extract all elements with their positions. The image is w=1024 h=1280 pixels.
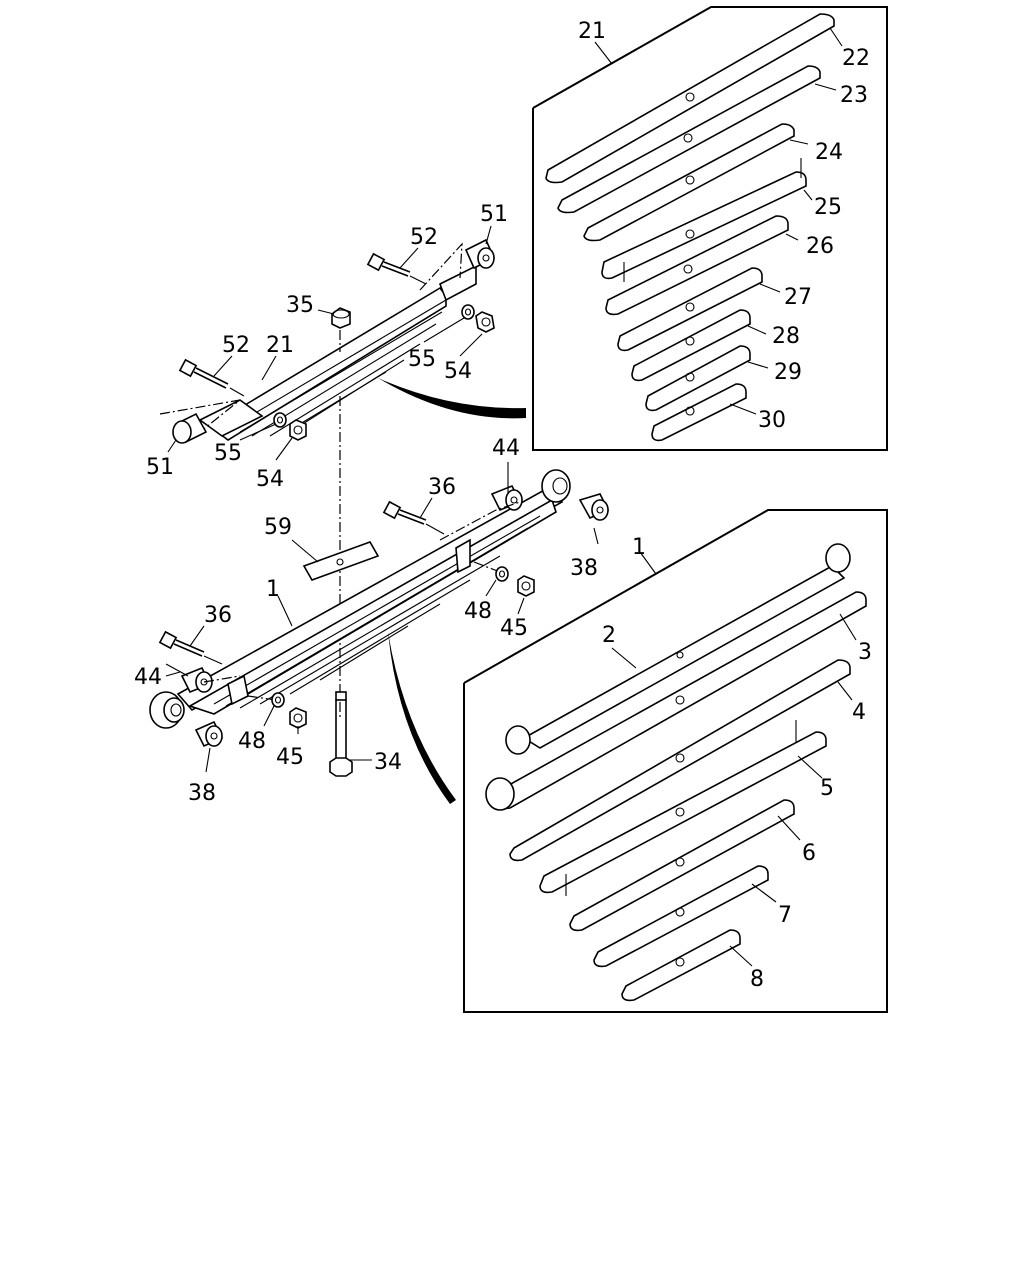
callout-8: 8: [750, 967, 764, 992]
bushing-38-left: [194, 720, 224, 748]
leaf-29: [645, 345, 751, 412]
bolt-36-left: [158, 630, 223, 665]
leaf-23: [557, 65, 821, 214]
callout-25: 25: [814, 195, 842, 220]
callout-21-box: 21: [578, 19, 606, 44]
washer-55-right: [461, 304, 475, 320]
leaf-22: [545, 13, 835, 184]
callout-45-right: 45: [500, 616, 528, 641]
spring-eye-right: [541, 469, 571, 503]
callout-54-left: 54: [256, 467, 284, 492]
callout-3: 3: [858, 640, 872, 665]
callout-labels: 21 22 23 24 25 26 27 28 29 30 51 52 35 5…: [134, 19, 872, 992]
callout-55-right: 55: [408, 347, 436, 372]
callout-1-box: 1: [632, 535, 646, 560]
callout-7: 7: [778, 903, 792, 928]
leaf-6: [569, 799, 795, 932]
leaf-27: [617, 267, 763, 352]
callout-28: 28: [772, 324, 800, 349]
nut-45-right: [517, 575, 535, 597]
bushing-38-right: [578, 493, 610, 521]
bolt-52-left: [178, 358, 245, 397]
callout-5: 5: [820, 776, 834, 801]
leaf-7: [593, 865, 769, 968]
callout-35: 35: [286, 293, 314, 318]
nut-54-right: [475, 311, 495, 333]
leaf-28: [631, 309, 751, 382]
bolt-52-top: [366, 252, 427, 285]
callout-45-left: 45: [276, 745, 304, 770]
callout-44-top: 44: [492, 436, 520, 461]
callout-54-right: 54: [444, 359, 472, 384]
callout-44-left: 44: [134, 665, 162, 690]
nut-54-left: [289, 419, 307, 441]
callout-36-top: 36: [428, 475, 456, 500]
callout-51-left: 51: [146, 455, 174, 480]
leaf-24: [583, 123, 795, 242]
callout-59: 59: [264, 515, 292, 540]
leaf-4: [509, 659, 851, 862]
callout-2: 2: [602, 623, 616, 648]
callout-36-left: 36: [204, 603, 232, 628]
callout-55-left: 55: [214, 441, 242, 466]
plate-59: [302, 541, 380, 581]
callout-51-top: 51: [480, 202, 508, 227]
callout-23: 23: [840, 83, 868, 108]
leaf-3: [485, 591, 867, 811]
callout-48-right: 48: [464, 599, 492, 624]
leaf-26: [605, 215, 789, 316]
detail-box-1: [463, 509, 888, 1013]
callout-6: 6: [802, 841, 816, 866]
callout-34: 34: [374, 750, 402, 775]
spring-eye-left: [149, 691, 185, 729]
washer-48-left: [271, 692, 285, 708]
callout-21-assembly: 21: [266, 333, 294, 358]
leaf-5: [539, 720, 827, 896]
leaf-30: [651, 383, 747, 442]
detail-box-21: [532, 6, 888, 451]
bushing-51-top: [464, 238, 496, 270]
nut-45-left: [289, 707, 307, 729]
callout-24: 24: [815, 140, 843, 165]
center-bolt-34: [329, 691, 353, 777]
washer-48-right: [495, 566, 509, 582]
bolt-36-top: [382, 500, 445, 535]
callout-26: 26: [806, 234, 834, 259]
callout-52-top: 52: [410, 225, 438, 250]
callout-27: 27: [784, 285, 812, 310]
callout-30: 30: [758, 408, 786, 433]
callout-22: 22: [842, 46, 870, 71]
callout-4: 4: [852, 700, 866, 725]
callout-38-left: 38: [188, 781, 216, 806]
washer-55-left: [273, 412, 287, 428]
callout-48-left: 48: [238, 729, 266, 754]
callout-1-assembly: 1: [266, 577, 280, 602]
callout-38-right: 38: [570, 556, 598, 581]
lower-spring-assembly: [149, 462, 610, 804]
nut-35: [331, 307, 351, 329]
leaf-2: [505, 543, 851, 755]
leaf-8: [621, 929, 741, 1002]
bushing-51-left: [172, 412, 208, 444]
leaf-25: [601, 158, 807, 282]
upper-spring-assembly: [159, 225, 526, 461]
callout-29: 29: [774, 360, 802, 385]
callout-52-left: 52: [222, 333, 250, 358]
